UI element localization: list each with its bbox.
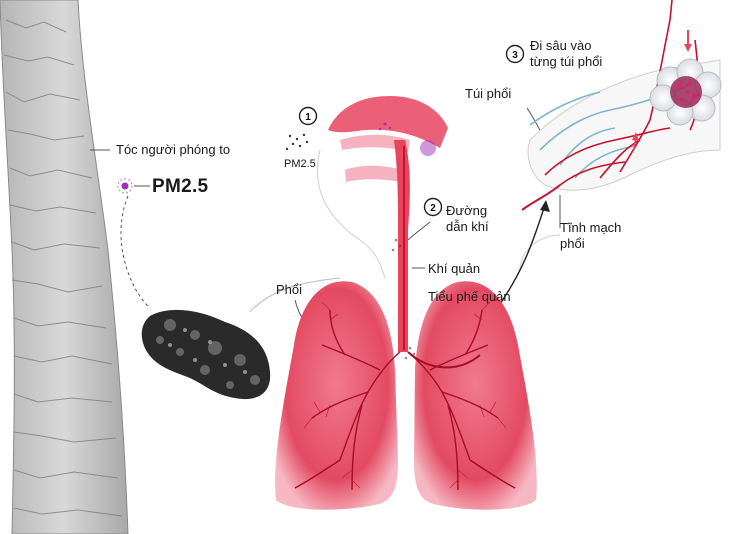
step-2-circle <box>423 197 443 217</box>
pm-particle-icon <box>117 178 133 194</box>
pm-dots-nose <box>285 133 309 151</box>
hair-label: Tóc người phóng to <box>116 142 231 157</box>
lung-label: Phổi <box>276 282 303 297</box>
pm-cluster-magnified <box>141 309 271 400</box>
alveoli-magnified <box>521 0 722 211</box>
step-1-number: 1 <box>305 112 311 123</box>
airway-label-line2: dẫn khí <box>446 219 489 234</box>
vein-label-line2: phổi <box>560 236 585 251</box>
body-outline <box>316 149 386 279</box>
alveolar-sac-cluster <box>649 58 722 126</box>
step-1-circle <box>298 106 318 126</box>
airway-tube <box>391 140 416 360</box>
alveoli-label: Túi phổi <box>465 86 512 101</box>
lungs <box>275 281 537 510</box>
zoom-arrow <box>494 204 546 312</box>
deep-label-line1: Đi sâu vào <box>530 38 592 53</box>
step-3-number: 3 <box>512 50 518 61</box>
bronchiole-label: Tiểu phế quản <box>428 289 511 304</box>
trachea-label: Khí quản <box>428 261 481 276</box>
airway-leader <box>407 221 431 241</box>
vein-down <box>521 184 561 211</box>
pm-small-label: PM2.5 <box>284 158 316 170</box>
nasal-cavity <box>328 96 448 184</box>
zoom-arrow-head <box>540 200 550 212</box>
step-3-circle <box>505 44 525 64</box>
deep-label-line2: từng túi phổi <box>530 54 603 69</box>
left-lung <box>275 281 398 510</box>
right-lung <box>414 281 537 510</box>
airway-label-line1: Đường <box>446 203 488 218</box>
main-bronchus-right <box>407 351 481 369</box>
hair-strand <box>0 0 129 534</box>
pm-large-label: PM2.5 <box>152 176 209 197</box>
step-markers: 1 2 3 <box>298 44 525 217</box>
face-outline <box>249 277 341 313</box>
zoom-arc <box>120 195 151 309</box>
shoulder-outline <box>519 234 561 271</box>
step-2-number: 2 <box>430 203 436 214</box>
vein-label-line1: Tĩnh mạch <box>560 220 622 235</box>
